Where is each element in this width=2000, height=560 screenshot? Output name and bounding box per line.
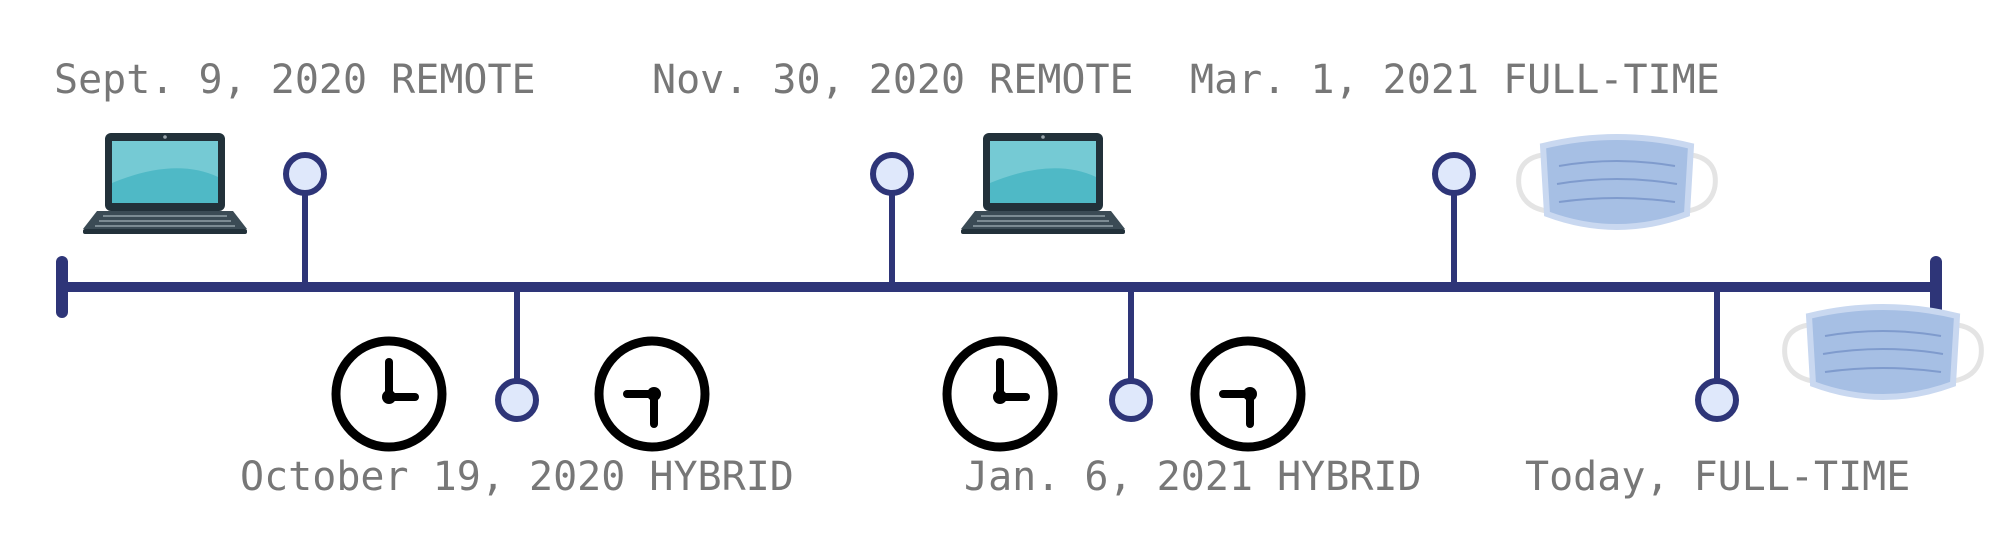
event-label: Sept. 9, 2020 REMOTE xyxy=(54,57,536,103)
laptop-icon xyxy=(961,133,1125,234)
event-marker xyxy=(1109,378,1153,422)
clock-icon xyxy=(599,341,705,447)
event-label: Jan. 6, 2021 HYBRID xyxy=(964,454,1422,500)
face-mask-icon xyxy=(1519,137,1716,227)
event-today: Today, FULL-TIME xyxy=(1525,287,1981,500)
event-october-19-2020: October 19, 2020 HYBRID xyxy=(240,287,794,500)
event-nov-30-2020: Nov. 30, 2020 REMOTE xyxy=(652,57,1134,287)
face-mask-icon xyxy=(1785,307,1982,397)
event-sept-9-2020: Sept. 9, 2020 REMOTE xyxy=(54,57,536,287)
event-marker xyxy=(870,152,914,196)
event-label: Today, FULL-TIME xyxy=(1525,454,1910,500)
event-mar-1-2021: Mar. 1, 2021 FULL-TIME xyxy=(1190,57,1720,287)
clock-icon xyxy=(947,341,1053,447)
event-marker xyxy=(1432,152,1476,196)
event-label: October 19, 2020 HYBRID xyxy=(240,454,794,500)
event-label: Nov. 30, 2020 REMOTE xyxy=(652,57,1134,103)
event-marker xyxy=(283,152,327,196)
event-jan-6-2021: Jan. 6, 2021 HYBRID xyxy=(947,287,1422,500)
clock-icon xyxy=(336,341,442,447)
laptop-icon xyxy=(83,133,247,234)
event-label: Mar. 1, 2021 FULL-TIME xyxy=(1190,57,1720,103)
event-marker xyxy=(1695,378,1739,422)
event-marker xyxy=(495,378,539,422)
clock-icon xyxy=(1195,341,1301,447)
